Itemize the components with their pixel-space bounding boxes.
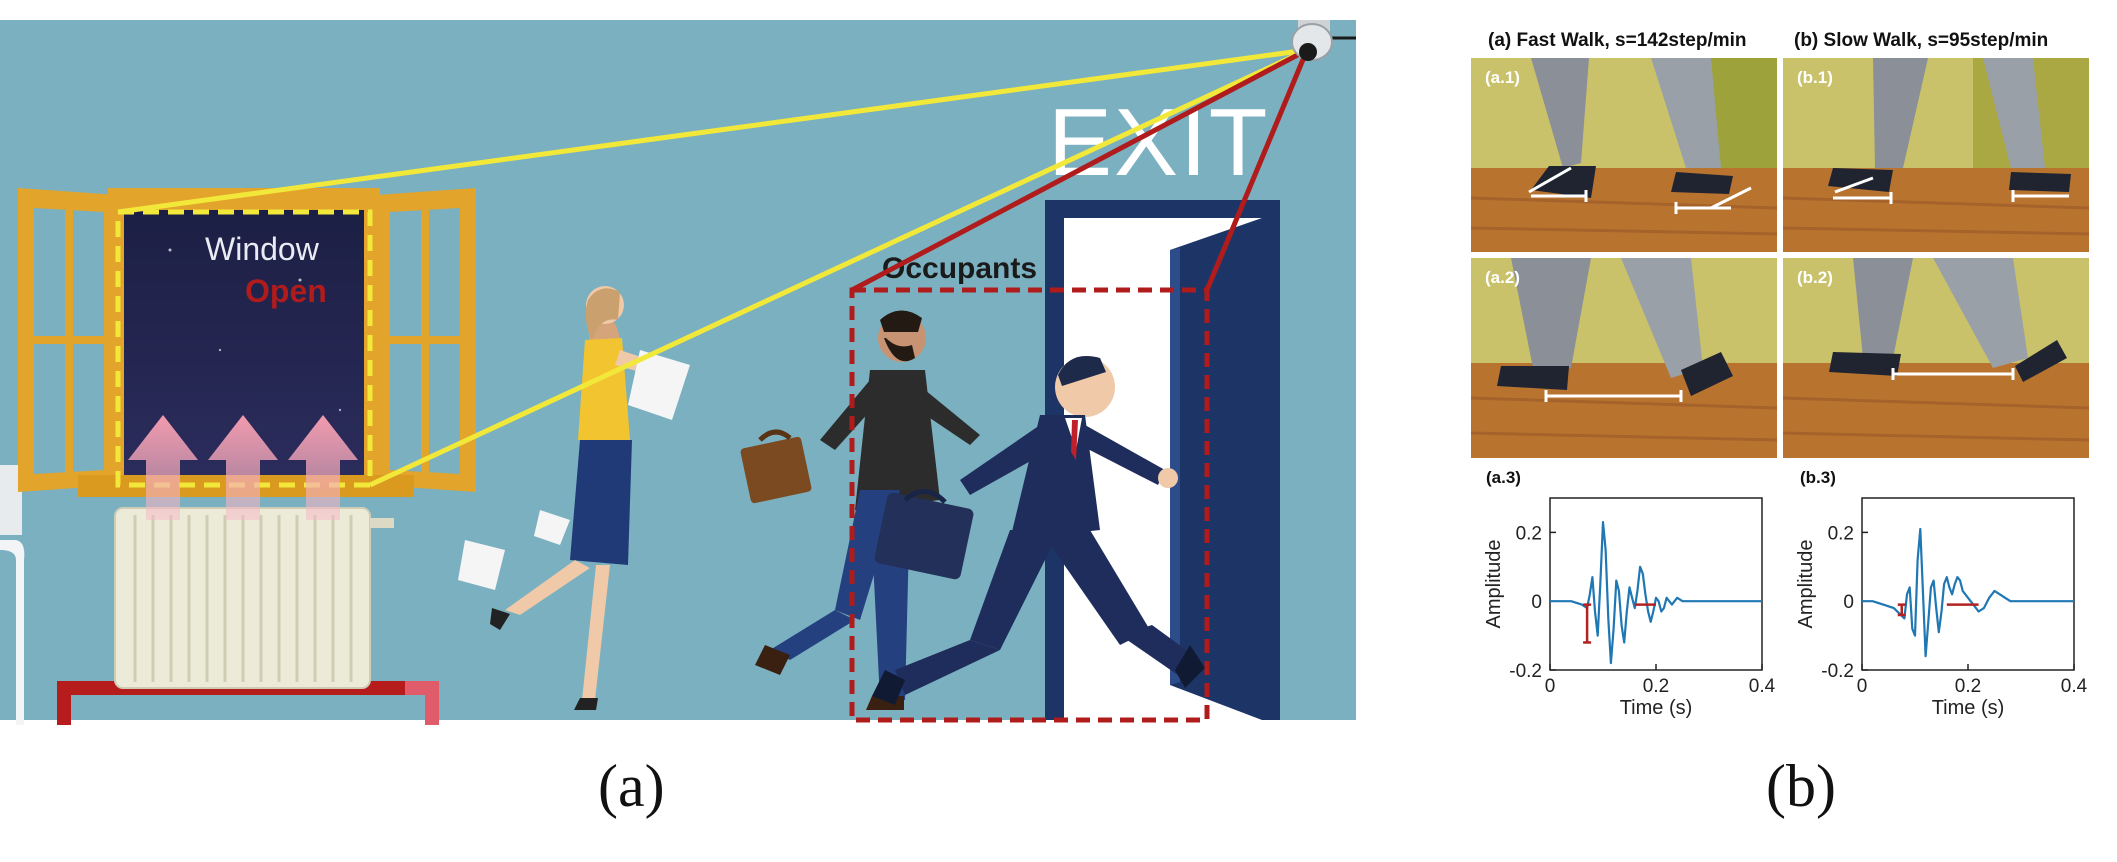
x-tick-label: 0.2 — [1955, 676, 1981, 697]
photo-fast-top: (a.1) — [1471, 58, 1777, 252]
occupants-label: Occupants — [882, 252, 1037, 285]
sensing-lines — [117, 47, 1310, 488]
photo-label-a1: (a.1) — [1485, 68, 1520, 87]
window-open-label: Open — [245, 273, 327, 309]
y-tick-label: -0.2 — [1821, 661, 1854, 682]
photo-slow-top: (b.1) — [1783, 58, 2089, 252]
caption-b: (b) — [1766, 753, 1836, 819]
ceiling-camera — [1291, 20, 1356, 61]
fast-walk-title: (a) Fast Walk, s=142step/min — [1488, 30, 1747, 51]
y-tick-label: 0.2 — [1516, 523, 1542, 544]
y-axis-label: Amplitude — [1795, 540, 1817, 629]
plot-frame — [1861, 497, 2075, 671]
x-tick-label: 0.4 — [2061, 676, 2088, 697]
y-tick-label: 0 — [1843, 592, 1854, 613]
photo-slow-bottom: (b.2) — [1783, 258, 2089, 458]
x-tick-label: 0 — [1545, 676, 1556, 697]
x-tick-label: 0 — [1857, 676, 1868, 697]
occupant-businessman — [872, 356, 1205, 705]
occupant-woman — [458, 286, 690, 710]
photo-label-b1: (b.1) — [1797, 68, 1833, 87]
photo-fast-bottom: (a.2) — [1471, 258, 1777, 458]
window-label: Window — [205, 231, 320, 267]
x-axis-label: Time (s) — [1932, 697, 2005, 719]
y-tick-label: 0.2 — [1828, 523, 1854, 544]
caption-a: (a) — [598, 753, 665, 819]
x-tick-label: 0.4 — [1749, 676, 1776, 697]
occupancy-scene: EXIT — [0, 20, 1356, 725]
plot-label-a3: (a.3) — [1486, 468, 1521, 487]
slow-walk-title: (b) Slow Walk, s=95step/min — [1794, 30, 2049, 51]
y-axis-label: Amplitude — [1483, 540, 1505, 629]
heat-arrows — [128, 415, 358, 520]
x-axis-label: Time (s) — [1620, 697, 1693, 719]
occupants-box — [849, 287, 1210, 723]
signal-line — [1550, 520, 1762, 665]
chair — [0, 465, 25, 725]
photo-label-b2: (b.2) — [1797, 268, 1833, 287]
signal-line — [1862, 527, 2074, 658]
gait-figure: (a) Fast Walk, s=142step/min (b) Slow Wa… — [1470, 20, 2110, 725]
y-tick-label: 0 — [1531, 592, 1542, 613]
x-tick-label: 0.2 — [1643, 676, 1669, 697]
exit-sign: EXIT — [1048, 89, 1269, 196]
y-tick-label: -0.2 — [1509, 661, 1542, 682]
plot-label-b3: (b.3) — [1800, 468, 1836, 487]
plot-frame — [1549, 497, 1763, 671]
photo-label-a2: (a.2) — [1485, 268, 1520, 287]
radiator — [114, 507, 394, 689]
